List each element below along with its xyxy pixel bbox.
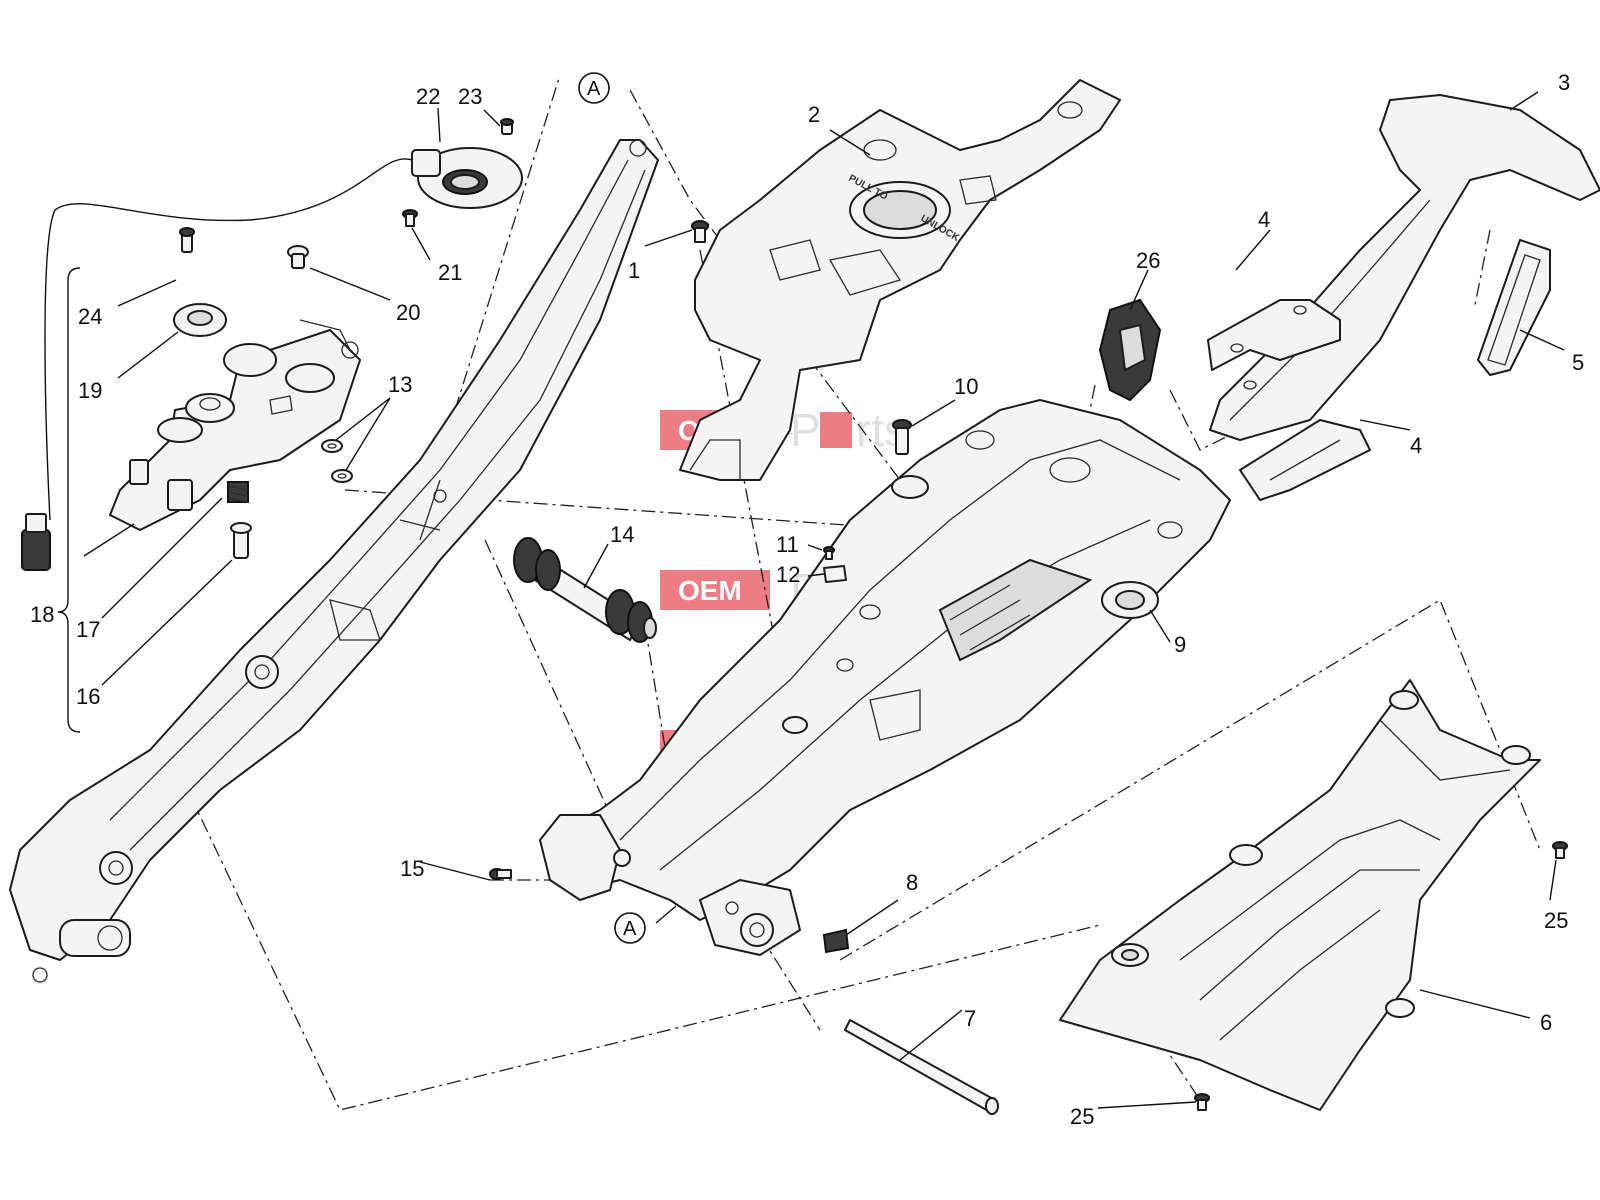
screw-25-bottom [1194,1093,1210,1111]
callout-17: 17 [76,617,100,642]
leader-lines [83,74,1565,1109]
screw-21 [402,209,418,227]
callout-7: 7 [964,1006,976,1031]
svg-text:A: A [623,918,637,940]
callout-16: 16 [76,684,100,709]
seat-lock-assembly [109,319,361,531]
callout-21: 21 [438,260,462,285]
callout-12: 12 [776,562,800,587]
callout-18: 18 [30,602,54,627]
under-tray [1059,679,1541,1111]
handle-rubber [1477,239,1551,376]
clip-12 [823,565,847,583]
grab-handle [1209,94,1600,441]
callout-15: 15 [400,856,424,881]
screw-11 [823,546,835,560]
callout-2: 2 [808,102,820,127]
rubber-damper [513,537,657,643]
lock-pin [230,522,252,559]
svg-text:OEM: OEM [678,575,742,606]
callout-14: 14 [610,522,634,547]
callout-labels: 1 2 3 4 4 5 6 7 8 9 10 11 12 13 14 15 16… [30,70,1584,1129]
callout-4b: 4 [1410,433,1422,458]
callout-23: 23 [458,84,482,109]
callout-9: 9 [1174,632,1186,657]
callout-26: 26 [1136,248,1160,273]
callout-22: 22 [416,84,440,109]
callout-13: 13 [388,372,412,397]
screw-1 [691,220,709,243]
callout-25b: 25 [1070,1104,1094,1129]
callout-24: 24 [78,304,102,329]
rod-7 [844,1019,999,1115]
screw-23 [500,118,514,135]
clip-8 [822,928,850,954]
screw-15 [489,868,512,880]
washers-13 [321,439,353,483]
screw-24 [179,227,195,253]
reference-mark-top: A [578,72,610,104]
bolt-10 [892,419,912,455]
clip-26 [1098,298,1162,402]
reference-mark-bottom: A [614,912,646,944]
callout-10: 10 [954,374,978,399]
rear-subframe [9,139,659,983]
callout-3: 3 [1558,70,1570,95]
callout-4a: 4 [1258,207,1270,232]
bracket-4-upper [1207,299,1341,371]
svg-text:P: P [790,404,821,456]
upper-cover: PULL TO UNLOCK [679,79,1121,481]
svg-text:A: A [587,78,601,100]
lock-spring [227,481,249,503]
bracket-18 [57,267,81,733]
callout-11: 11 [776,532,799,557]
screw-25-right [1552,841,1568,859]
callout-1: 1 [628,258,640,283]
lock-cylinder [411,147,523,209]
screw-20 [287,245,309,269]
lock-cable [21,158,413,571]
callout-20: 20 [396,300,420,325]
tail-tray [539,399,1231,956]
callout-5: 5 [1572,350,1584,375]
callout-8: 8 [906,870,918,895]
callout-25a: 25 [1544,908,1568,933]
callout-19: 19 [78,378,102,403]
bracket-4-lower [1239,419,1371,501]
callout-6: 6 [1540,1010,1552,1035]
washer-19 [173,303,227,337]
